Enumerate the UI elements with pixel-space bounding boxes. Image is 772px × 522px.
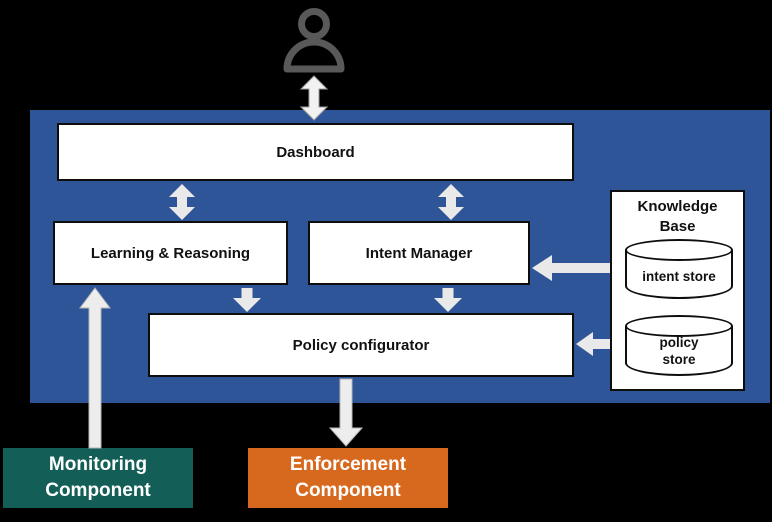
- node-intent-manager-label: Intent Manager: [365, 244, 473, 262]
- node-dashboard: Dashboard: [57, 123, 574, 181]
- enforcement-component-label: Enforcement Component: [289, 454, 407, 501]
- node-policy-configurator: Policy configurator: [148, 313, 574, 377]
- node-learning-reasoning-label: Learning & Reasoning: [90, 244, 251, 262]
- knowledge-base-title: Knowledge Base: [637, 198, 718, 236]
- node-intent-manager: Intent Manager: [308, 221, 530, 285]
- enforcement-component: Enforcement Component: [248, 448, 448, 508]
- person-icon: [283, 8, 345, 73]
- intent-store-label: intent store: [642, 268, 716, 284]
- monitoring-component: Monitoring Component: [3, 448, 193, 508]
- node-learning-reasoning: Learning & Reasoning: [53, 221, 288, 285]
- node-dashboard-label: Dashboard: [276, 143, 355, 161]
- policy-store-cylinder-top: [625, 315, 733, 337]
- intent-store-cylinder-top: [625, 239, 733, 261]
- node-policy-configurator-label: Policy configurator: [292, 336, 430, 354]
- monitoring-component-label: Monitoring Component: [45, 454, 151, 501]
- policy-store-label: policy store: [659, 335, 699, 367]
